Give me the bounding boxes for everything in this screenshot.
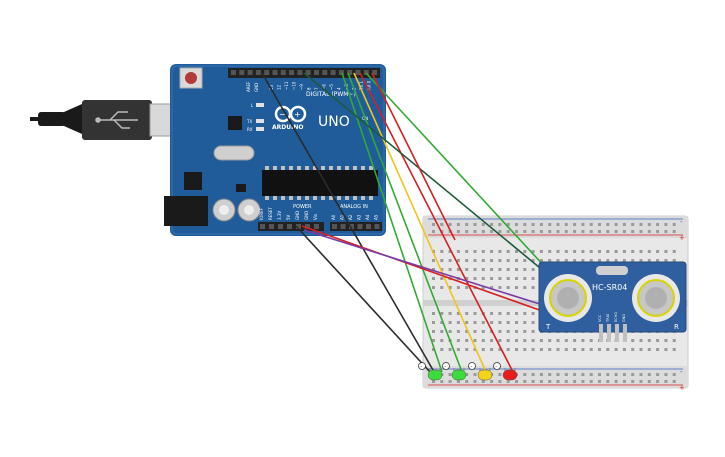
wire-yellow[interactable]: [353, 72, 487, 373]
digital-pin-label: ~5: [329, 84, 334, 90]
led[interactable]: -: [418, 362, 443, 381]
wire-purple-gnd[interactable]: [303, 229, 544, 306]
small-chip: [236, 184, 246, 192]
wire-red-5v[interactable]: [301, 225, 546, 313]
digital-pin-label: ~9: [299, 84, 304, 90]
led[interactable]: -: [468, 362, 493, 381]
sensor-label: HC-SR04: [592, 283, 627, 292]
led-polarity-label: -: [470, 364, 472, 370]
wires[interactable]: [261, 72, 547, 373]
digital-pin-label: ~6: [322, 84, 327, 90]
power-pin-label: 3.3V: [277, 211, 282, 220]
power-pin-label: IOREF: [259, 207, 264, 220]
led-polarity-label: -: [420, 364, 422, 370]
digital-pin-label: RX 0: [367, 80, 372, 90]
gnd-label-top: GND: [254, 83, 259, 92]
rx-label: RX: [247, 127, 253, 132]
power-label: POWER: [293, 204, 312, 210]
aref-label: AREF: [246, 81, 251, 92]
analog-pin-label: A1: [340, 214, 345, 220]
wire-green-2[interactable]: [347, 72, 463, 373]
tx-led: [256, 119, 264, 123]
rail-minus-top: -: [680, 218, 683, 226]
rail-plus-bottom: +: [679, 384, 685, 392]
sensor-pin[interactable]: [623, 324, 627, 342]
reset-button[interactable]: [179, 67, 203, 89]
digital-pin-label: 8: [307, 87, 312, 90]
led[interactable]: -: [493, 362, 518, 381]
r-label: R: [674, 323, 679, 331]
analog-label: ANALOG IN: [340, 204, 368, 210]
digital-pin-label: 4: [337, 87, 342, 90]
ultrasonic-sensor[interactable]: HC-SR04 T R VCC TRIG ECHO GND: [538, 261, 687, 342]
led-polarity-label: -: [495, 364, 497, 370]
wire-red-rail[interactable]: [371, 72, 456, 241]
digital-pin-label: ~11: [284, 81, 289, 90]
brand-label: ARDUINO: [272, 124, 303, 131]
sensor-crystal: [596, 266, 628, 275]
wire-green-1[interactable]: [341, 72, 443, 373]
rx-led: [256, 127, 264, 131]
model-label: UNO: [318, 114, 350, 130]
power-pin-label: GND: [304, 211, 309, 220]
rail-plus-top: +: [679, 234, 685, 242]
receiver: [632, 274, 680, 322]
analog-pin-label: A4: [365, 214, 370, 220]
power-pin-label: Vin: [313, 213, 318, 220]
t-label: T: [545, 323, 551, 331]
rail-minus-bottom: -: [680, 368, 683, 376]
l-label: L: [251, 103, 254, 108]
power-pin-label: 5V: [286, 214, 291, 220]
power-pin-label: GND: [295, 211, 300, 220]
capacitor-1: [212, 198, 236, 222]
digital-pin-label: TX 1: [359, 81, 364, 91]
digital-pin-label: 13: [269, 84, 274, 90]
sensor-pin-label: ECHO: [614, 312, 618, 322]
svg-text:+: +: [294, 110, 301, 119]
regulator: [184, 172, 202, 190]
sensor-pin-label: VCC: [598, 314, 602, 322]
analog-pin-label: A5: [374, 214, 379, 220]
analog-header[interactable]: [330, 222, 382, 231]
wire-black-gnd-top[interactable]: [261, 72, 434, 371]
crystal: [213, 145, 255, 161]
power-jack[interactable]: [164, 196, 208, 226]
analog-pin-label: A2: [348, 214, 353, 220]
sensor-pin[interactable]: [607, 324, 611, 342]
transmitter: [544, 274, 592, 322]
led[interactable]: -: [442, 362, 467, 381]
usb-chip: [228, 116, 242, 130]
wire-red-pin[interactable]: [359, 72, 514, 373]
wire-dark-green-echo[interactable]: [303, 72, 541, 269]
svg-text:−: −: [279, 110, 286, 119]
power-pin-label: RESET: [268, 207, 273, 220]
arduino-logo: − +: [274, 105, 307, 123]
sensor-pin[interactable]: [615, 324, 619, 342]
tx-label: TX: [246, 119, 252, 124]
digital-pin-label: ~10: [292, 81, 297, 90]
sensor-pin-label: GND: [622, 314, 626, 322]
wire-black-gnd-bottom[interactable]: [295, 225, 431, 373]
digital-pin-label: 12: [277, 84, 282, 90]
analog-pin-label: A3: [357, 214, 362, 220]
digital-pin-label: 7: [314, 87, 319, 90]
l-led: [256, 103, 264, 107]
wire-green-trig[interactable]: [365, 72, 547, 269]
sensor-pin-label: TRIG: [606, 313, 610, 323]
sensor-pin[interactable]: [599, 324, 603, 342]
analog-pin-label: A0: [331, 214, 336, 220]
usb-icon: [95, 111, 138, 129]
led-polarity-label: -: [444, 364, 446, 370]
capacitor-2: [237, 198, 261, 222]
leds: ----: [418, 362, 518, 381]
